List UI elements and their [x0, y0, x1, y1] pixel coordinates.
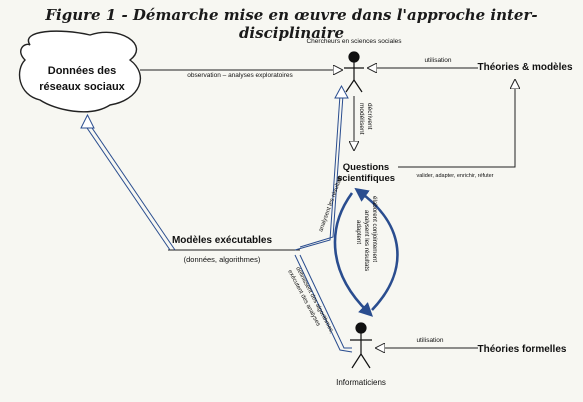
theories-models-label: Théories & modèles — [477, 62, 572, 73]
data-cloud-shape — [18, 30, 141, 113]
exec-models-sub: (données, algorithmes) — [184, 255, 261, 264]
models-to-data-arrow — [80, 113, 176, 251]
jointly-label-1: élaborent conjointement — [371, 196, 378, 262]
jointly-label-3: adaptent — [355, 220, 362, 244]
questions-label-2: scientifiques — [337, 173, 395, 184]
data-cloud-label-2: réseaux sociaux — [39, 81, 125, 93]
validate-loop-arrow — [398, 80, 515, 168]
researchers-label: Chercheurs en sciences sociales — [306, 38, 402, 45]
models-to-researchers-arrow — [294, 84, 349, 251]
data-cloud-label-1: Données des — [48, 65, 116, 77]
informaticians-actor-icon — [350, 322, 372, 369]
describe-label-2: modélisent — [358, 103, 365, 135]
utilisation-top-label: utilisation — [424, 57, 451, 64]
questions-label-1: Questions — [343, 162, 389, 173]
utilisation-bottom-label: utilisation — [416, 337, 443, 344]
models-to-informaticians-line — [294, 254, 353, 353]
describe-label-1: décrivent — [366, 103, 373, 130]
formal-theories-label: Théories formelles — [478, 344, 567, 355]
informaticians-label: Informaticiens — [336, 378, 386, 387]
figure-title: Figure 1 - Démarche mise en œuvre dans l… — [45, 6, 538, 42]
observation-label: observation – analyses exploratoires — [187, 72, 293, 79]
questions-to-informaticians-arc — [333, 192, 374, 317]
validate-label: valider, adapter, enrichir, réfuter — [416, 173, 493, 179]
researchers-actor-icon — [344, 51, 364, 93]
informaticians-to-questions-arc — [354, 187, 399, 311]
jointly-label-2: analysent les résultats — [363, 210, 370, 271]
exec-models-label: Modèles exécutables — [172, 235, 272, 246]
